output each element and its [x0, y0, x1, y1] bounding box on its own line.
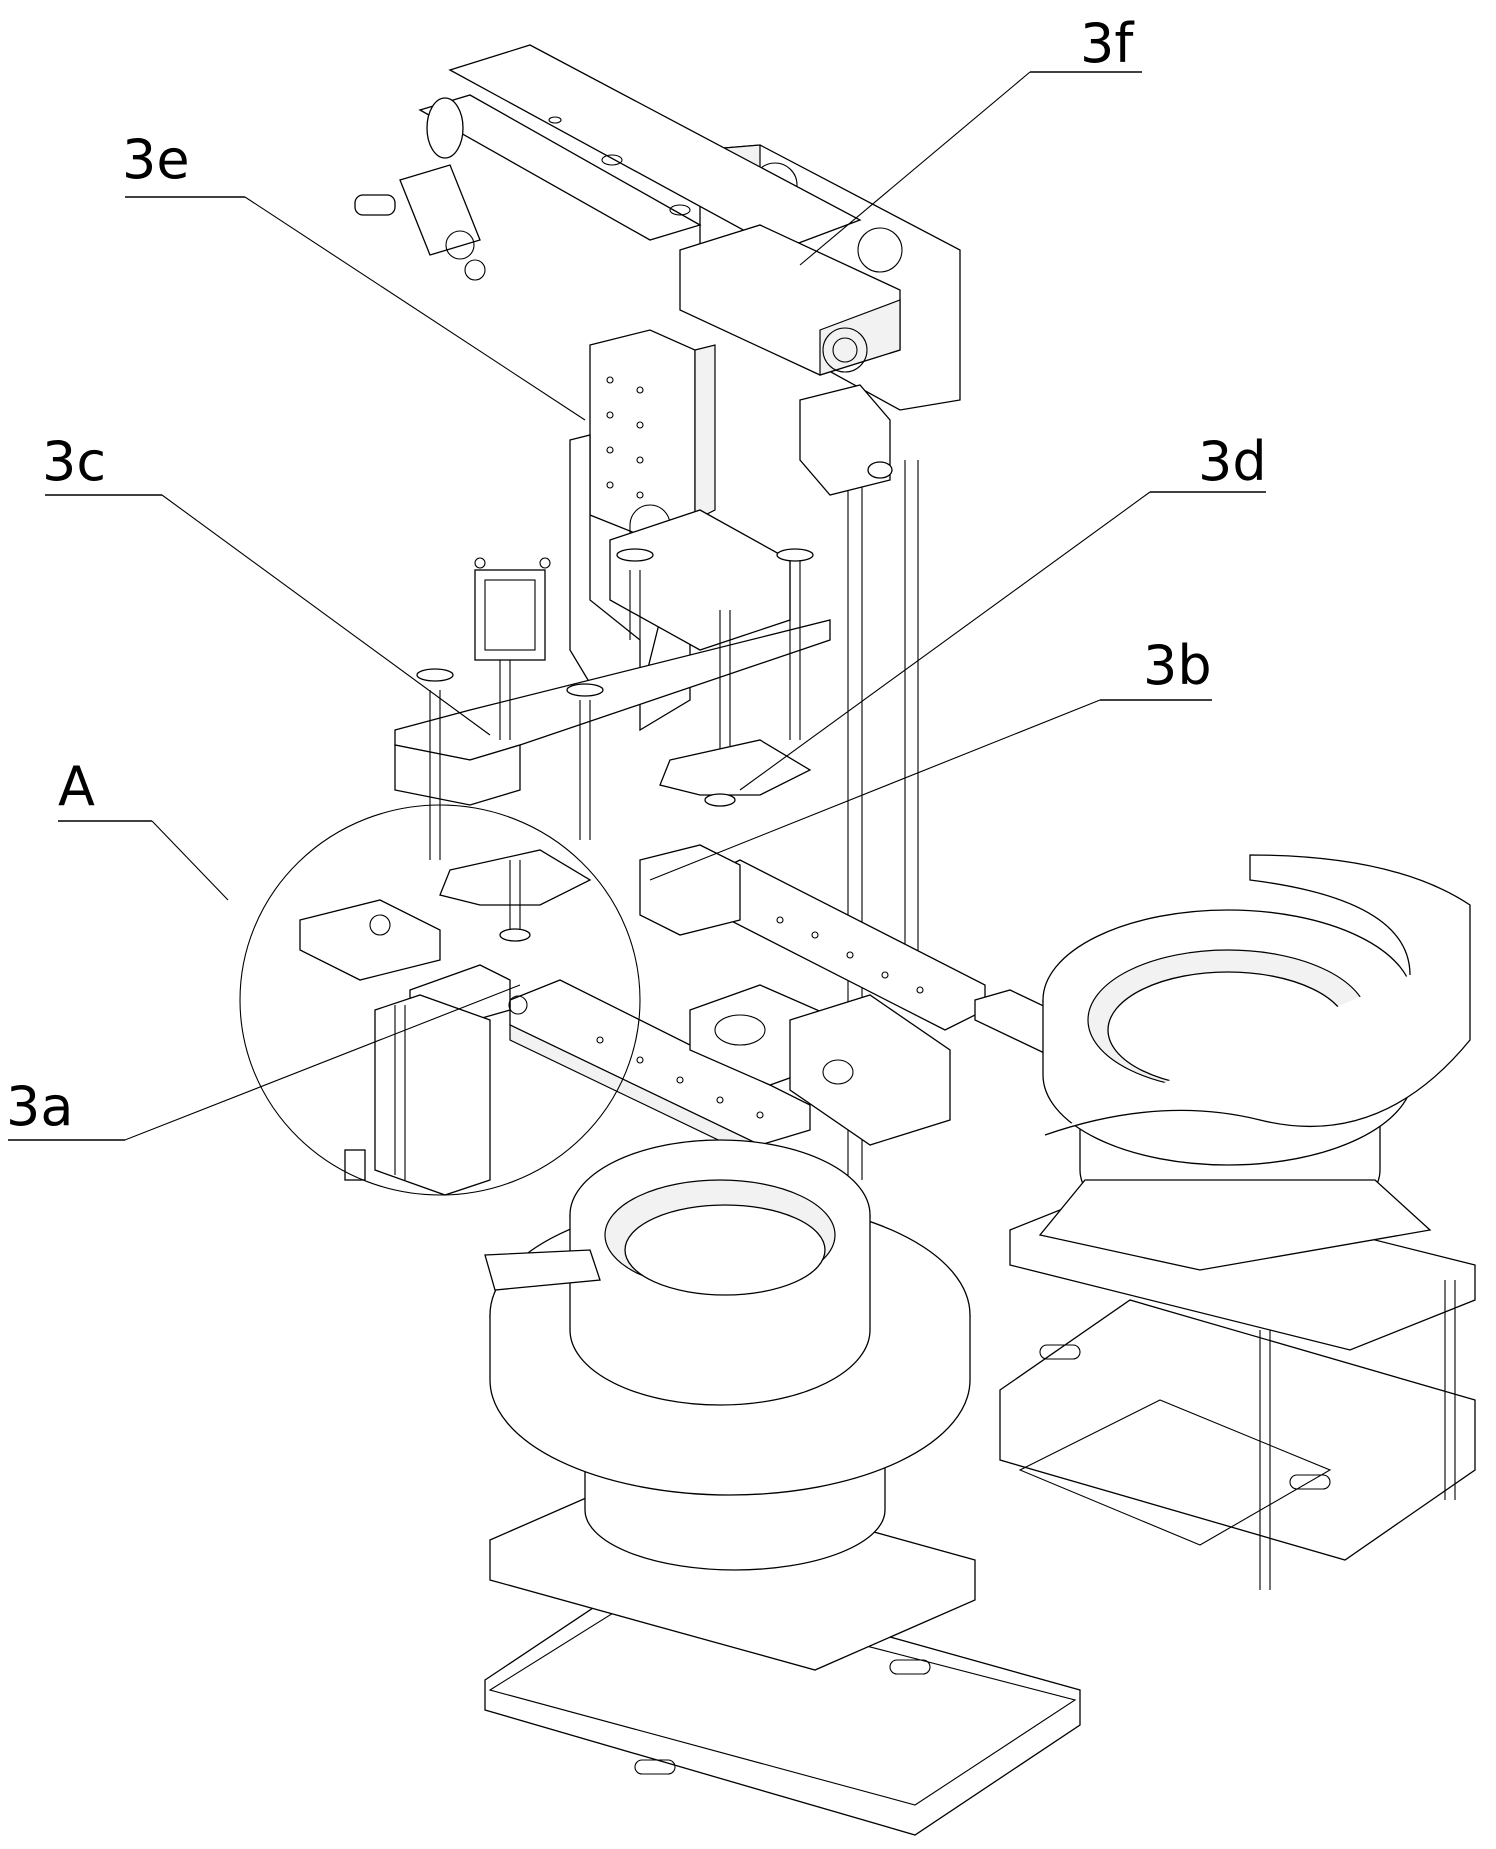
detail-circle-a: [239, 804, 641, 1196]
label-3d: 3d: [1198, 430, 1267, 493]
mid-plate: [394, 509, 831, 942]
right-feeder-bowl: [999, 854, 1476, 1590]
label-3b: 3b: [1143, 634, 1212, 697]
label-3f: 3f: [1080, 12, 1135, 75]
leader-lines: [8, 71, 1266, 1141]
label-3c: 3c: [42, 430, 106, 493]
label-3e: 3e: [122, 128, 190, 191]
label-a: A: [58, 755, 95, 818]
top-cylinder-unit: [354, 44, 961, 496]
vertical-plate: [569, 329, 716, 732]
label-3a: 3a: [6, 1075, 73, 1138]
left-feeder-bowl: [484, 1139, 1081, 1836]
